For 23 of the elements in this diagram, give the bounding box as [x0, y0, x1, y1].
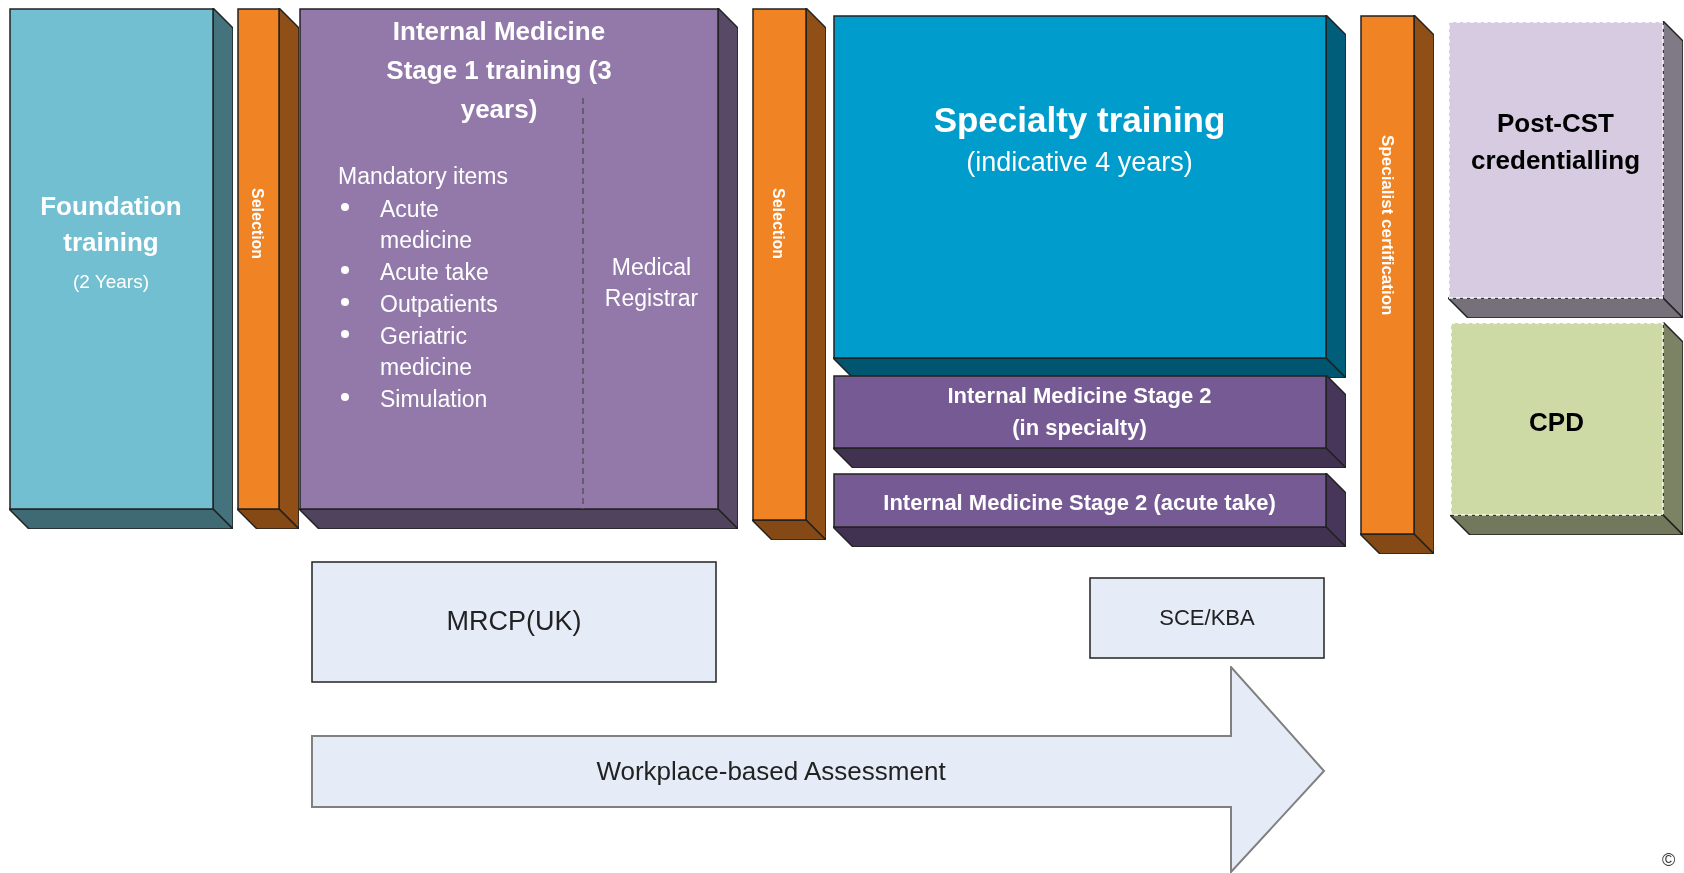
list-item: Simulation — [380, 385, 489, 414]
list-item: Acute take — [380, 258, 490, 287]
stage-title: Specialty training — [932, 100, 1227, 140]
arrow-label: Workplace-based Assessment — [595, 756, 947, 787]
vertical-label: Selection — [769, 188, 788, 260]
vertical-label: Selection — [248, 188, 267, 260]
stage-title: Internal Medicine Stage 2 (in specialty) — [946, 381, 1213, 442]
list-item: Geriatric medicine — [380, 322, 474, 382]
stage-title: Post-CST credentialling — [1469, 106, 1641, 177]
stage-title: Internal Medicine Stage 1 training (3 years) — [385, 15, 613, 126]
list-item: Acute medicine — [380, 195, 474, 255]
role-label: Medical Registrar — [603, 253, 700, 313]
exam-label: MRCP(UK) — [445, 605, 583, 637]
stage-title: Internal Medicine Stage 2 (acute take) — [882, 489, 1277, 517]
vertical-label: Specialist certification — [1376, 135, 1397, 316]
copyright-mark: © — [1662, 850, 1676, 871]
list-item: Outpatients — [380, 290, 499, 319]
duration-label: (indicative 4 years) — [965, 147, 1194, 178]
list-heading: Mandatory items — [338, 163, 508, 190]
exam-label: SCE/KBA — [1158, 604, 1256, 631]
duration-label: (2 Years) — [71, 271, 150, 293]
stage-title: Foundation training — [39, 190, 183, 259]
stage-title: CPD — [1528, 405, 1585, 439]
